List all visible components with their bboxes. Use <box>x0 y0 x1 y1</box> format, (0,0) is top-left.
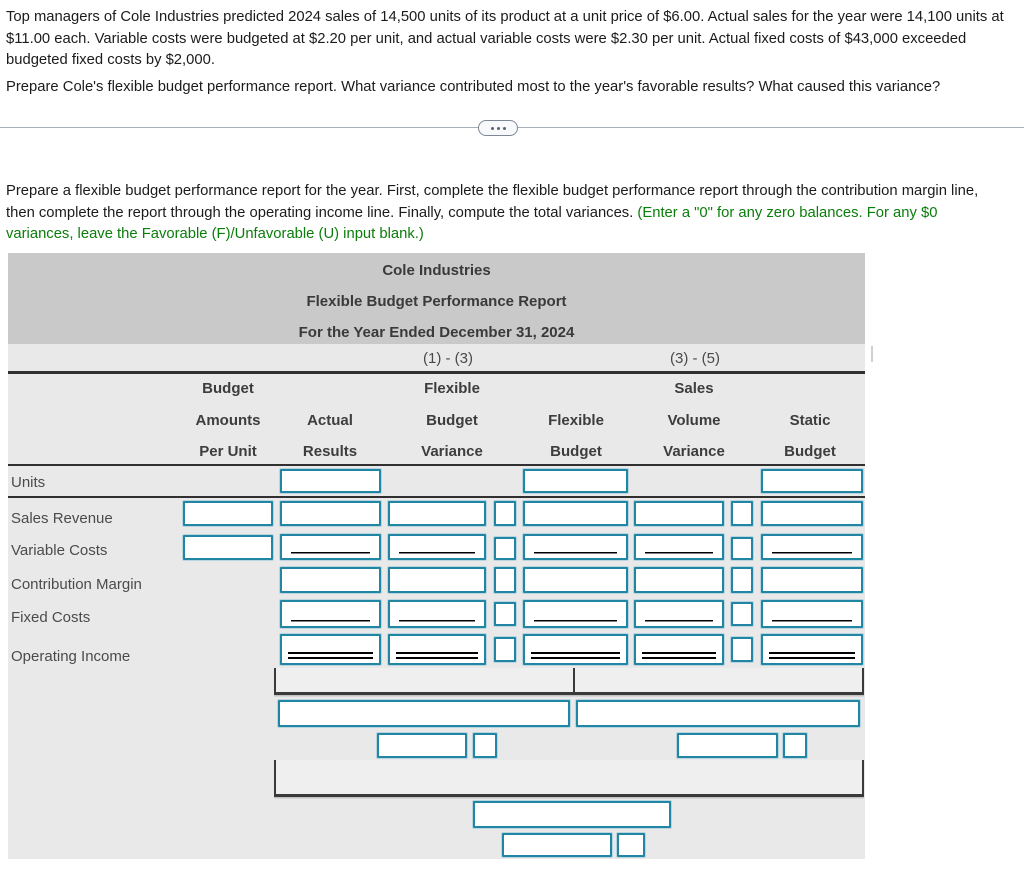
input-fixed-costs-actual[interactable] <box>280 600 381 628</box>
bracket-total-fill <box>276 760 862 794</box>
input-units-flexible-budget[interactable] <box>523 469 628 493</box>
column-header-per-unit: Per Unit <box>199 443 257 460</box>
input-sales-revenue-per-unit[interactable] <box>183 501 273 526</box>
input-operating-income-volume-variance[interactable] <box>634 634 724 665</box>
report-company-name: Cole Industries <box>382 262 491 279</box>
input-operating-income-flex-variance-fu[interactable] <box>494 637 516 662</box>
bracket-right-edge <box>862 668 864 694</box>
input-contribution-margin-static-budget[interactable] <box>761 567 863 593</box>
input-variable-costs-flexible-budget[interactable] <box>523 534 628 560</box>
scrollbar-tick <box>871 346 873 362</box>
input-contribution-margin-volume-variance[interactable] <box>634 567 724 593</box>
rule-under-headers <box>8 464 865 466</box>
ellipsis-icon <box>502 126 506 130</box>
column-header-sales-volume-variance: Variance <box>663 443 725 460</box>
ellipsis-icon <box>490 126 494 130</box>
row-label-operating-income: Operating Income <box>11 647 131 665</box>
input-fixed-costs-volume-variance[interactable] <box>634 600 724 628</box>
input-fixed-costs-static-budget[interactable] <box>761 600 863 628</box>
instructions-main: Prepare a flexible budget performance re… <box>6 183 979 221</box>
column-header-per-unit: Budget <box>202 380 254 397</box>
input-operating-income-flex-variance[interactable] <box>388 634 486 665</box>
column-header-flexible-budget: Budget <box>550 443 602 460</box>
formula-label-volume-variance: (3) - (5) <box>670 350 720 367</box>
column-header-static-budget: Budget <box>784 443 836 460</box>
input-fixed-costs-flex-variance-fu[interactable] <box>494 602 516 626</box>
formula-label-flex-variance: (1) - (3) <box>423 350 473 367</box>
input-right-variance-fu[interactable] <box>783 733 807 758</box>
bracket-middle-edge <box>573 668 575 694</box>
input-contribution-margin-flex-variance[interactable] <box>388 567 486 593</box>
expand-collapse-button[interactable] <box>478 120 518 136</box>
row-label-fixed-costs: Fixed Costs <box>11 608 91 626</box>
column-header-sales-volume-variance: Volume <box>667 411 721 429</box>
input-contribution-margin-volume-variance-fu[interactable] <box>731 567 753 593</box>
column-header-actual-results: Results <box>302 443 358 460</box>
input-sales-revenue-volume-variance-fu[interactable] <box>731 501 753 526</box>
row-label-sales-revenue: Sales Revenue <box>11 509 113 527</box>
report-period: For the Year Ended December 31, 2024 <box>298 324 575 341</box>
column-header-flex-budget-variance: Budget <box>426 411 478 429</box>
problem-statement: Top managers of Cole Industries predicte… <box>6 9 1004 68</box>
flexible-budget-report-table: Cole Industries Flexible Budget Performa… <box>8 253 865 859</box>
bracket-total-left-edge <box>274 760 276 796</box>
input-sales-revenue-flex-variance[interactable] <box>388 501 486 526</box>
input-sales-revenue-volume-variance[interactable] <box>634 501 724 526</box>
bracket-left-right-fill <box>276 668 862 692</box>
row-label-variable-costs: Variable Costs <box>11 541 108 559</box>
bracket-total-bottom-line <box>274 794 864 797</box>
input-fixed-costs-volume-variance-fu[interactable] <box>731 602 753 626</box>
bracket-total-right-edge <box>862 760 864 796</box>
column-header-static-budget: Static <box>789 411 831 429</box>
bracket-bottom-line <box>274 692 864 695</box>
rule-under-units-row <box>8 496 865 498</box>
report-title-block: Cole Industries Flexible Budget Performa… <box>8 253 865 344</box>
input-variable-costs-flex-variance[interactable] <box>388 534 486 560</box>
input-sales-revenue-actual[interactable] <box>280 501 381 526</box>
input-total-variance-fu[interactable] <box>617 833 645 857</box>
report-title: Flexible Budget Performance Report <box>306 293 567 310</box>
input-fixed-costs-flexible-budget[interactable] <box>523 600 628 628</box>
input-right-variance-name[interactable] <box>576 700 860 727</box>
input-variable-costs-per-unit[interactable] <box>183 535 273 560</box>
input-variable-costs-volume-variance-fu[interactable] <box>731 537 753 560</box>
instructions-note: (Enter a "0" for any zero balances. For … <box>6 204 938 243</box>
input-fixed-costs-flex-variance[interactable] <box>388 600 486 628</box>
input-operating-income-static-budget[interactable] <box>761 634 863 665</box>
ellipsis-icon <box>496 126 500 130</box>
input-left-variance-name[interactable] <box>278 700 570 727</box>
input-variable-costs-static-budget[interactable] <box>761 534 863 560</box>
input-sales-revenue-flexible-budget[interactable] <box>523 501 628 526</box>
instructions-text: Prepare a flexible budget performance re… <box>6 181 1006 246</box>
input-contribution-margin-flexible-budget[interactable] <box>523 567 628 593</box>
column-header-flex-budget-variance: Variance <box>421 443 483 460</box>
bracket-left-edge <box>274 668 276 694</box>
input-left-variance-amount[interactable] <box>377 733 467 758</box>
input-operating-income-flexible-budget[interactable] <box>523 634 628 665</box>
input-variable-costs-volume-variance[interactable] <box>634 534 724 560</box>
input-variable-costs-actual[interactable] <box>280 534 381 560</box>
problem-question: Prepare Cole's flexible budget performan… <box>6 79 941 95</box>
input-total-variance-amount[interactable] <box>502 833 612 857</box>
row-label-units: Units <box>11 473 46 491</box>
input-right-variance-amount[interactable] <box>677 733 778 758</box>
input-units-actual[interactable] <box>280 469 381 493</box>
input-sales-revenue-static-budget[interactable] <box>761 501 863 526</box>
column-header-sales-volume-variance: Sales <box>674 380 714 397</box>
input-variable-costs-flex-variance-fu[interactable] <box>494 537 516 560</box>
row-label-contribution-margin: Contribution Margin <box>11 575 142 593</box>
input-total-variance-name[interactable] <box>473 801 671 828</box>
column-header-flex-budget-variance: Flexible <box>424 380 480 397</box>
column-header-actual-results: Actual <box>307 411 353 429</box>
input-units-static-budget[interactable] <box>761 469 863 493</box>
input-operating-income-actual[interactable] <box>280 634 381 665</box>
input-left-variance-fu[interactable] <box>473 733 497 758</box>
column-header-flexible-budget: Flexible <box>548 411 604 429</box>
input-contribution-margin-flex-variance-fu[interactable] <box>494 567 516 593</box>
input-contribution-margin-actual[interactable] <box>280 567 381 593</box>
input-operating-income-volume-variance-fu[interactable] <box>731 637 753 662</box>
input-sales-revenue-flex-variance-fu[interactable] <box>494 501 516 526</box>
rule-under-formula-row <box>8 371 865 374</box>
column-header-per-unit: Amounts <box>195 411 261 429</box>
